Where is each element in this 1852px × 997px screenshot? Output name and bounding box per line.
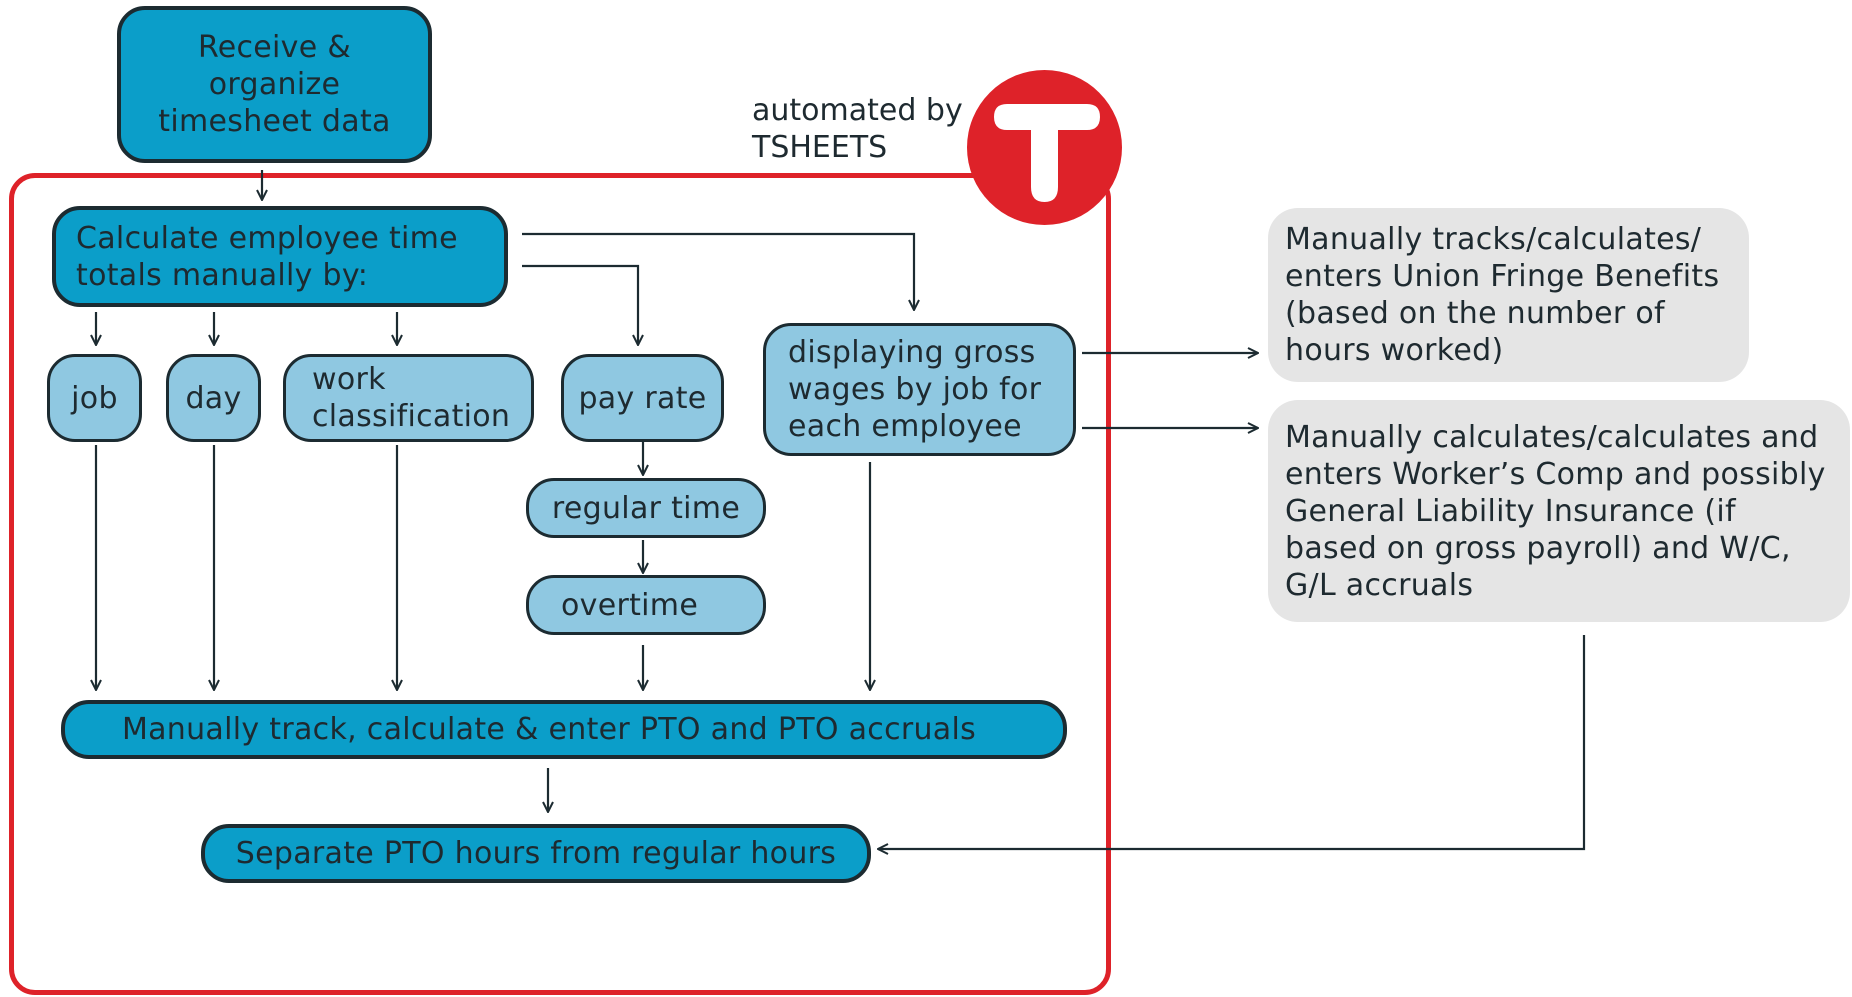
overtime-box: overtime	[526, 575, 766, 635]
automated-by-text: automated by	[752, 93, 963, 128]
pto-accruals-label: Manually track, calculate & enter PTO an…	[121, 712, 977, 747]
overtime-label: overtime	[561, 587, 699, 623]
pay-rate-label: pay rate	[578, 380, 707, 416]
receive-timesheet-box: Receive & organize timesheet data	[117, 6, 432, 163]
tsheets-logo	[967, 70, 1122, 225]
regular-time-label: regular time	[551, 490, 741, 526]
day-label: day	[185, 380, 242, 416]
calculate-time-totals-label: Calculate employee time totals manually …	[76, 220, 458, 293]
calculate-time-totals-box: Calculate employee time totals manually …	[52, 206, 508, 307]
separate-pto-label: Separate PTO hours from regular hours	[235, 836, 837, 871]
automated-by-label: automated by TSHEETS	[752, 92, 963, 166]
arrow-workers-comp-to-separate	[878, 635, 1586, 849]
gross-wages-box: displaying gross wages by job for each e…	[763, 323, 1076, 456]
work-classification-box: work classification	[283, 354, 534, 442]
pto-accruals-box: Manually track, calculate & enter PTO an…	[61, 700, 1067, 759]
arrow-calc-to-pay-rate	[522, 264, 638, 345]
tsheets-automation-frame	[9, 173, 1111, 995]
job-label: job	[71, 380, 118, 416]
receive-timesheet-label: Receive & organize timesheet data	[158, 30, 391, 139]
pay-rate-box: pay rate	[561, 354, 724, 442]
day-box: day	[166, 354, 261, 442]
job-box: job	[47, 354, 142, 442]
gross-wages-label: displaying gross wages by job for each e…	[788, 335, 1042, 444]
separate-pto-box: Separate PTO hours from regular hours	[201, 824, 871, 883]
union-fringe-benefits-text: Manually tracks/calculates/ enters Union…	[1285, 222, 1720, 368]
arrow-calc-to-gross-wages	[522, 232, 914, 310]
regular-time-box: regular time	[526, 478, 766, 538]
tsheets-name: TSHEETS	[752, 130, 888, 165]
work-classification-label: work classification	[312, 362, 511, 434]
union-fringe-benefits-note: Manually tracks/calculates/ enters Union…	[1268, 208, 1749, 382]
workers-comp-note: Manually calculates/calculates and enter…	[1268, 400, 1850, 622]
workers-comp-text: Manually calculates/calculates and enter…	[1285, 419, 1826, 603]
